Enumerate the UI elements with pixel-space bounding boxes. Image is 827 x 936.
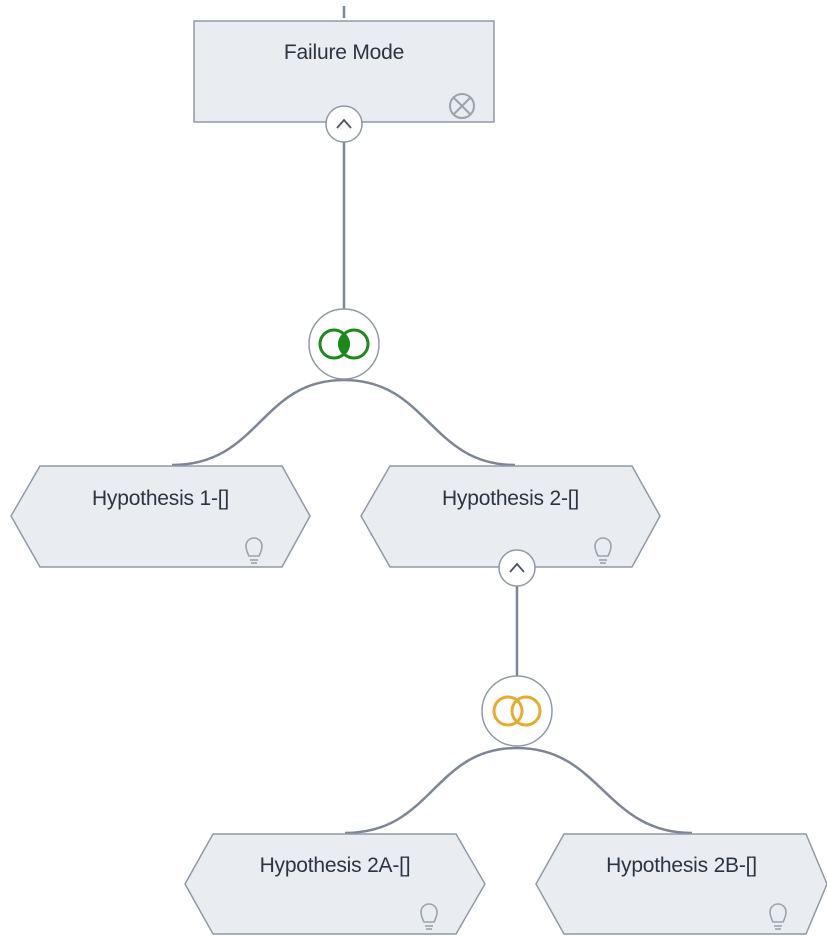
chevron-up-icon	[336, 118, 352, 129]
hypothesis-2b-node[interactable]	[535, 833, 827, 935]
connector-gate-1-hypothesis-2	[343, 378, 516, 467]
lightbulb-icon	[594, 537, 612, 564]
connector-gate-1-hypothesis-1	[171, 378, 345, 467]
and-gate-icon	[318, 328, 370, 360]
chevron-up-icon	[509, 562, 525, 573]
hypothesis-1-label: Hypothesis 1-[]	[91, 487, 230, 510]
collapse-toggle-hypothesis-2[interactable]	[498, 549, 536, 587]
failure-mode-node[interactable]	[193, 20, 495, 123]
hypothesis-2b-label: Hypothesis 2B-[]	[606, 854, 757, 877]
hypothesis-1-node[interactable]	[10, 465, 311, 568]
collapse-toggle-failure-mode[interactable]	[325, 105, 363, 143]
or-gate-icon	[492, 695, 542, 727]
hypothesis-2-label: Hypothesis 2-[]	[441, 487, 580, 510]
connector-gate-2-hypothesis-2a	[344, 746, 518, 835]
and-gate-node[interactable]	[308, 308, 380, 380]
lightbulb-icon	[420, 903, 438, 930]
or-gate-node[interactable]	[481, 675, 553, 747]
lightbulb-icon	[245, 537, 263, 564]
remove-circle-icon[interactable]	[449, 93, 475, 119]
failure-mode-label: Failure Mode	[283, 41, 405, 64]
connector-gate-2-hypothesis-2b	[516, 746, 693, 835]
hypothesis-2a-node[interactable]	[184, 833, 486, 935]
hypothesis-2a-label: Hypothesis 2A-[]	[259, 854, 411, 877]
hypothesis-2-node[interactable]	[360, 465, 661, 568]
lightbulb-icon	[769, 903, 787, 930]
